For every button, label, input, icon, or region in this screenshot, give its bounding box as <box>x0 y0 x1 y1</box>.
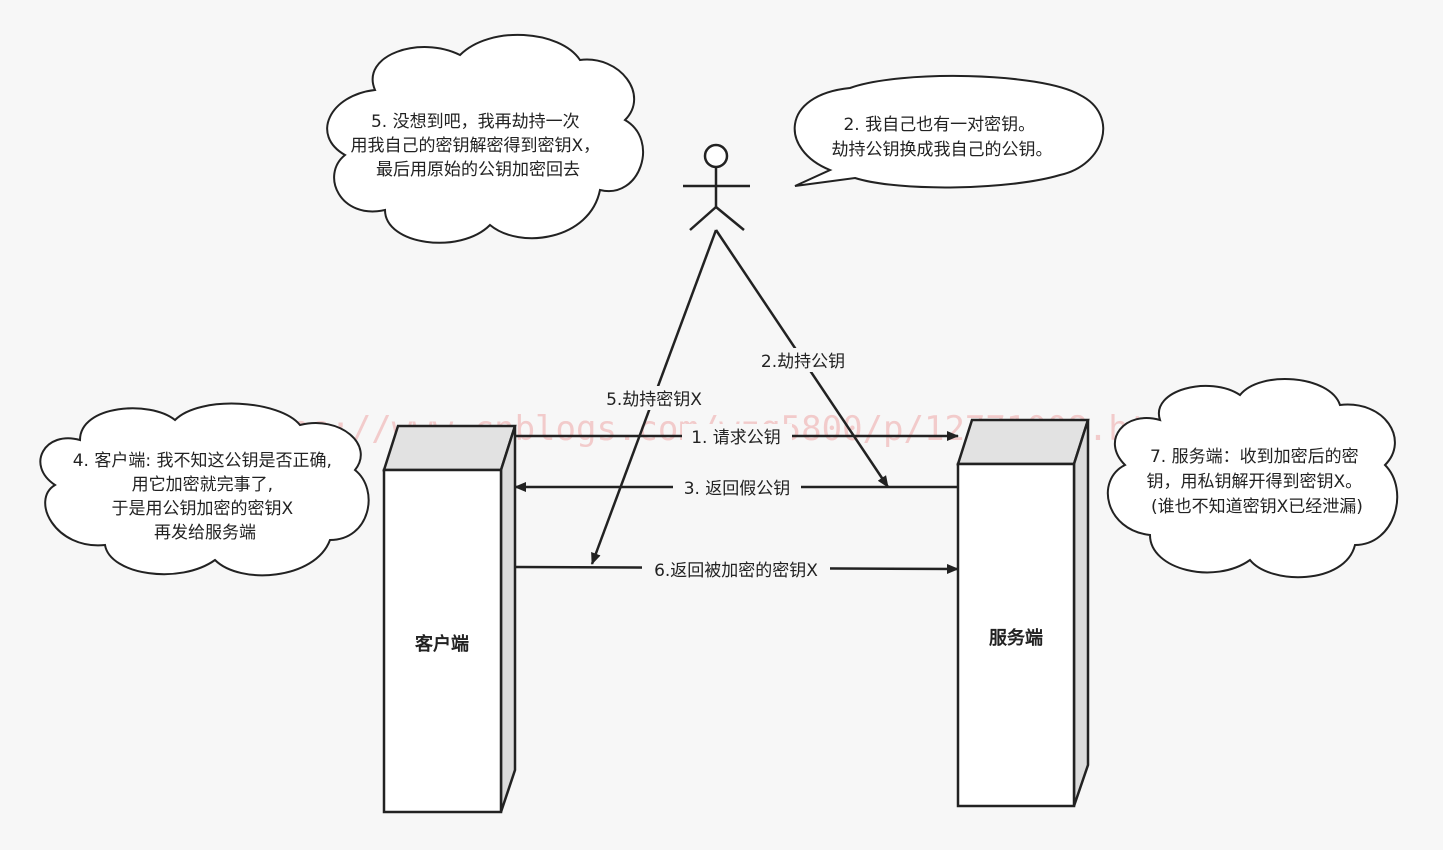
server-label: 服务端 <box>989 627 1043 649</box>
arrow-step6-label-bg <box>642 557 830 581</box>
cloud-step4-line: 于是用公钥加密的密钥X <box>111 499 293 519</box>
arrow-step1-label: 1. 请求公钥 <box>691 428 781 448</box>
cloud-attacker-step5: 5. 没想到吧，我再劫持一次 用我自己的密钥解密得到密钥X， 最后用原始的公钥加… <box>326 33 644 244</box>
cloud-client-step4: 4. 客户端: 我不知这公钥是否正确, 用它加密就完事了, 于是用公钥加密的密钥… <box>39 402 370 577</box>
client-node <box>382 424 517 814</box>
arrow-step5-label: 5.劫持密钥X <box>606 390 702 410</box>
cloud-step5-line: 用我自己的密钥解密得到密钥X， <box>350 136 600 156</box>
bubble-step2-line: 劫持公钥换成我自己的公钥。 <box>832 140 1053 160</box>
server-node <box>956 418 1090 808</box>
cloud-step7-line: (谁也不知道密钥X已经泄漏) <box>1151 497 1363 517</box>
cloud-step4-text: 4. 客户端: 我不知这公钥是否正确, 用它加密就完事了, 于是用公钥加密的密钥… <box>73 451 338 543</box>
attacker-figure-icon <box>683 143 750 231</box>
arrow-step2-label: 2.劫持公钥 <box>761 352 845 372</box>
bubble-step2-line: 2. 我自己也有一对密钥。 <box>843 115 1035 135</box>
bubble-step2-text: 2. 我自己也有一对密钥。 劫持公钥换成我自己的公钥。 <box>832 115 1053 160</box>
arrow-step5-label-bg <box>596 386 712 410</box>
cloud-step7-line: 钥，用私钥解开得到密钥X。 <box>1146 472 1362 492</box>
cloud-step4-line: 再发给服务端 <box>154 523 256 543</box>
cloud-step7-line: 7. 服务端：收到加密后的密 <box>1150 447 1359 467</box>
arrow-step1-label-bg <box>682 424 792 448</box>
arrow-step6-label: 6.返回被加密的密钥X <box>654 561 818 581</box>
cloud-step5-text: 5. 没想到吧，我再劫持一次 用我自己的密钥解密得到密钥X， 最后用原始的公钥加… <box>350 112 605 180</box>
arrow-step3-label-bg <box>673 475 801 499</box>
cloud-step7-text: 7. 服务端：收到加密后的密 钥，用私钥解开得到密钥X。 (谁也不知道密钥X已经… <box>1146 447 1367 517</box>
client-label: 客户端 <box>415 633 469 655</box>
arrow-step2-label-bg <box>752 348 854 372</box>
arrow-step3-label: 3. 返回假公钥 <box>684 479 791 499</box>
cloud-step4-line: 用它加密就完事了, <box>132 475 273 495</box>
cloud-step4-line: 4. 客户端: 我不知这公钥是否正确, <box>73 451 332 471</box>
cloud-server-step7: 7. 服务端：收到加密后的密 钥，用私钥解开得到密钥X。 (谁也不知道密钥X已经… <box>1106 378 1399 579</box>
cloud-step5-line: 最后用原始的公钥加密回去 <box>376 160 580 180</box>
cloud-step5-line: 5. 没想到吧，我再劫持一次 <box>371 112 580 132</box>
speech-bubble-attacker-step2: 2. 我自己也有一对密钥。 劫持公钥换成我自己的公钥。 <box>793 74 1105 189</box>
